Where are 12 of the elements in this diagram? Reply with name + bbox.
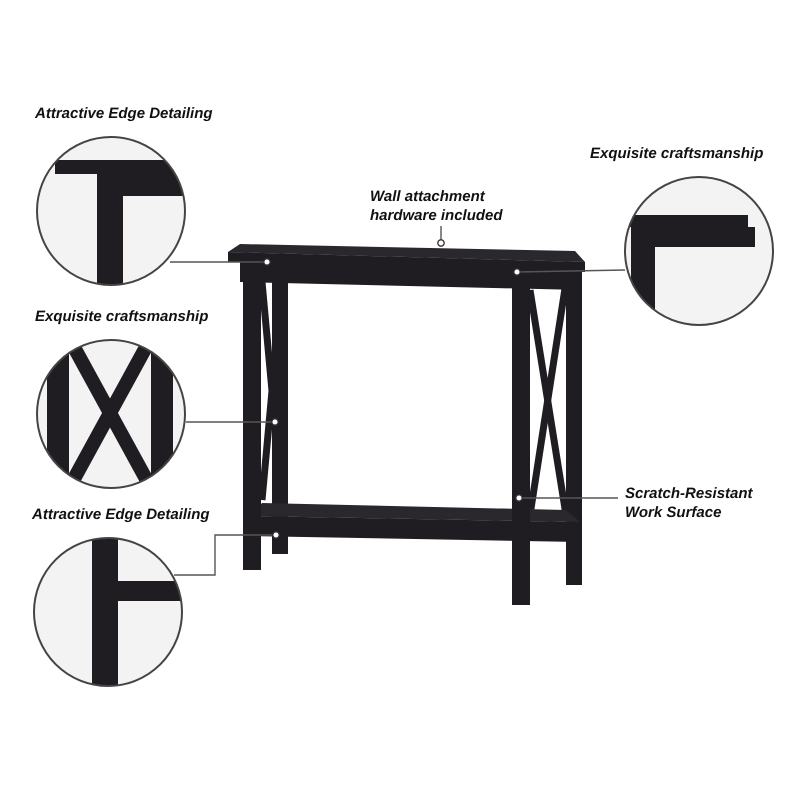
callout-text: Wall attachment hardware included [370,187,520,225]
callout-heading: Attractive Edge Detailing [35,105,213,122]
leader-line [170,258,271,266]
leader-line [513,268,626,276]
callout-heading: Attractive Edge Detailing [32,506,210,523]
leader-line [186,418,279,426]
leader-line [174,531,280,576]
callout-heading: Exquisite craftsmanship [590,145,764,162]
callout-text: Scratch-Resistant Work Surface [625,484,785,522]
leader-line [437,226,445,247]
leader-line [515,494,618,502]
callout-heading: Exquisite craftsmanship [35,308,208,325]
